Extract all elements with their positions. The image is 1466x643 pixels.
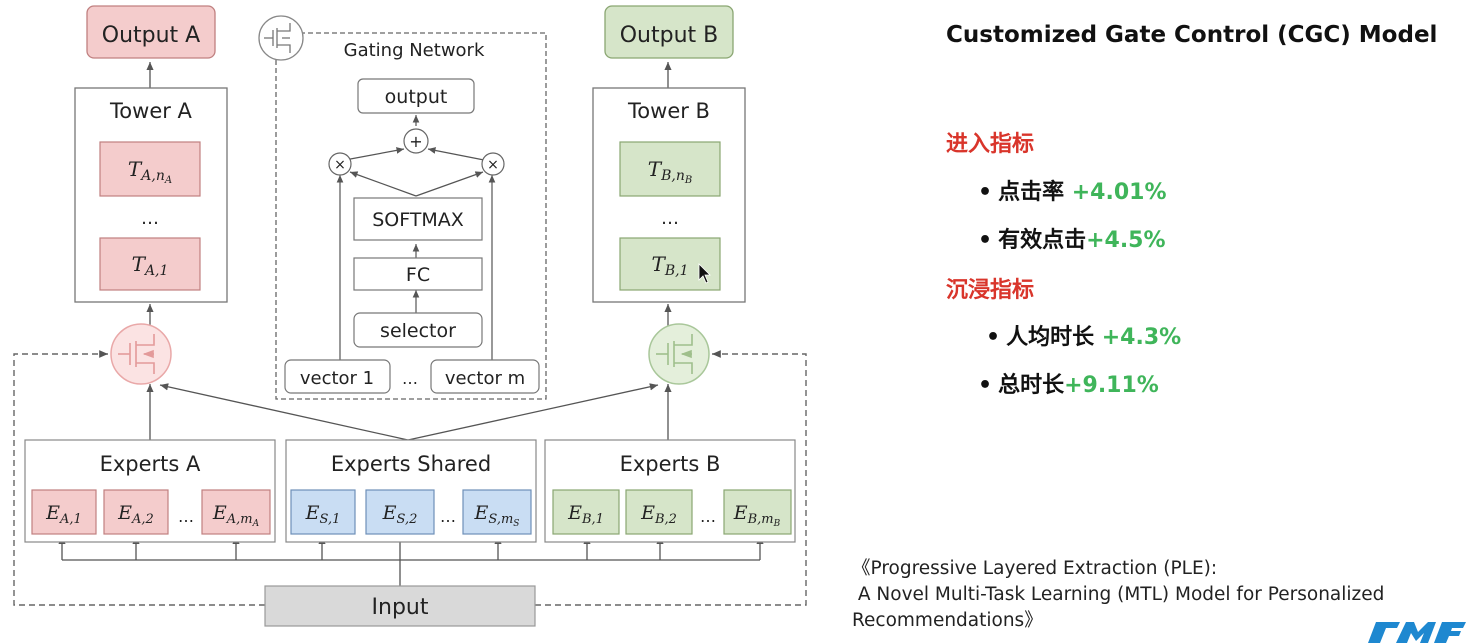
gating-internal-lines xyxy=(336,115,496,360)
expert-b-1: EB,1 xyxy=(567,502,604,527)
gate-b-dashed-path xyxy=(535,350,807,606)
multiply-node-left xyxy=(328,152,352,176)
selector-label: selector xyxy=(380,320,456,342)
gating-network-box: Gating Network xyxy=(275,32,547,400)
tower-a-bottom-cell: TA,1 xyxy=(132,252,169,279)
experts-b-group: Experts B EB,1 EB,2 … EB,mB xyxy=(544,439,796,543)
experts-shared-ellipsis: … xyxy=(440,507,456,526)
tower-a: Tower A TA,nA … TA,1 xyxy=(74,87,228,303)
vector-ellipsis: … xyxy=(402,369,418,388)
output-a-label: Output A xyxy=(102,23,200,48)
gating-network-icon xyxy=(258,15,304,61)
multiply-symbol-right: × xyxy=(487,157,499,173)
input-box: Input xyxy=(264,585,536,627)
sum-node xyxy=(403,128,429,154)
experts-b-ellipsis: … xyxy=(700,507,716,526)
gating-output-label: output xyxy=(385,86,448,108)
gate-a-icon xyxy=(110,323,172,385)
expert-b-m: EB,mB xyxy=(733,502,781,529)
softmax-label: SOFTMAX xyxy=(372,209,464,231)
output-b: Output B xyxy=(604,5,734,59)
fc-label: FC xyxy=(406,264,430,286)
vector-1-label: vector 1 xyxy=(300,368,374,389)
tower-b-top-cell: TB,nB xyxy=(648,157,692,186)
expert-b-2: EB,2 xyxy=(640,502,677,527)
experts-shared-group: Experts Shared ES,1 ES,2 … ES,mS xyxy=(285,439,537,543)
tower-b-ellipsis: … xyxy=(661,208,679,229)
multiply-symbol-left: × xyxy=(334,157,346,173)
tower-b-bottom-cell: TB,1 xyxy=(652,252,689,279)
gate-b-icon xyxy=(648,323,710,385)
output-a: Output A xyxy=(86,5,216,59)
tower-b: Tower B TB,nB … TB,1 xyxy=(592,87,746,303)
vector-1-box xyxy=(284,359,391,394)
experts-a-group: Experts A EA,1 EA,2 … EA,mA xyxy=(24,439,276,543)
vector-m-box xyxy=(430,359,540,394)
expert-s-1: ES,1 xyxy=(305,502,341,527)
vector-m-label: vector m xyxy=(445,368,525,389)
softmax-box xyxy=(353,197,483,241)
experts-a-label: Experts A xyxy=(100,452,201,476)
gating-network-title: Gating Network xyxy=(344,40,485,61)
experts-shared-label: Experts Shared xyxy=(331,452,491,476)
gate-a-dashed-path xyxy=(13,350,265,606)
fc-box xyxy=(353,257,483,291)
expert-a-1: EA,1 xyxy=(45,502,82,527)
expert-s-m: ES,mS xyxy=(474,502,520,529)
input-label: Input xyxy=(372,595,429,620)
tower-a-ellipsis: … xyxy=(141,208,159,229)
expert-to-gate-lines xyxy=(146,383,672,441)
tower-a-label: Tower A xyxy=(109,99,193,123)
gating-output-box xyxy=(357,78,475,114)
experts-b-label: Experts B xyxy=(620,452,721,476)
mouse-cursor-icon xyxy=(698,263,711,284)
experts-a-ellipsis: … xyxy=(178,507,194,526)
multiply-node-right xyxy=(481,152,505,176)
expert-a-m: EA,mA xyxy=(212,502,260,529)
tower-a-top-cell: TA,nA xyxy=(128,157,172,186)
output-b-label: Output B xyxy=(620,23,719,48)
selector-box xyxy=(353,312,483,348)
expert-s-2: ES,2 xyxy=(382,502,418,527)
sum-symbol: + xyxy=(409,132,422,151)
tower-b-label: Tower B xyxy=(627,99,710,123)
expert-a-2: EA,2 xyxy=(117,502,154,527)
